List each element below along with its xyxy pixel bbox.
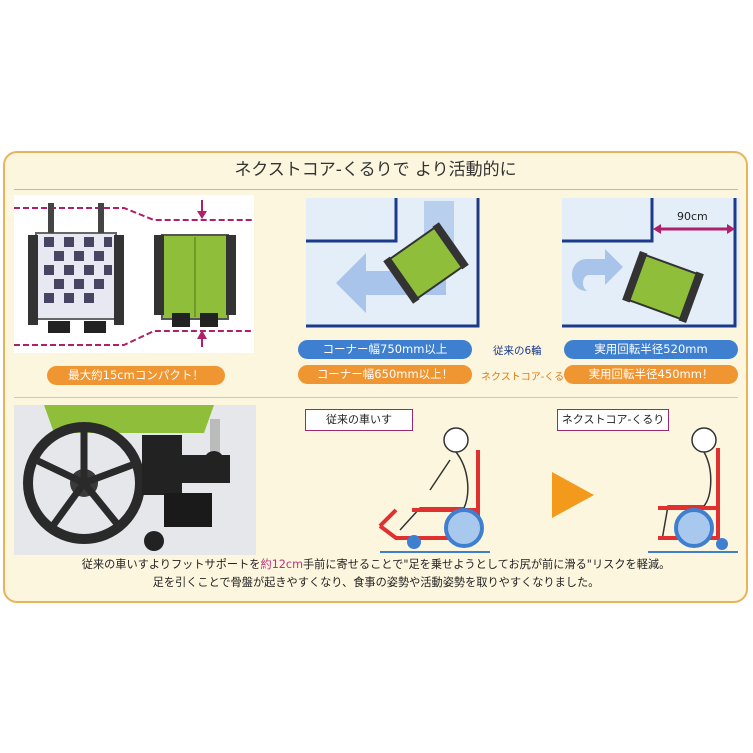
panel-title: ネクストコア-くるりで より活動的に <box>234 160 517 180</box>
title-divider <box>14 189 738 190</box>
corner-diagram <box>296 193 484 333</box>
caption-line-1-start: 従来の車いすよりフットサポートを <box>81 558 261 571</box>
next-chair-label: ネクストコア-くるり <box>557 409 669 431</box>
section-divider <box>14 397 738 398</box>
turning-diagram <box>557 193 745 333</box>
caption-line-1-end: 手前に寄せることで"足を乗せようとしてお尻が前に滑る"リスクを軽減。 <box>302 558 671 571</box>
corner-conventional-label: コーナー幅750mm以上 <box>298 340 472 359</box>
compact-label: 最大約15cmコンパクト！ <box>47 366 225 385</box>
conventional-posture-illustration <box>360 420 510 560</box>
corner-next-label: コーナー幅650mm以上！ <box>298 365 472 384</box>
legend-conventional: 従来の6輪 <box>493 345 542 357</box>
turning-next-label: 実用回転半径450mm！ <box>564 365 738 384</box>
footrest-photo <box>14 405 256 555</box>
caption-line-2: 足を引くことで骨盤が起きやすくなり、食事の姿勢や活動姿勢を取りやすくなりました。 <box>152 576 600 589</box>
turning-width-label: 90cm <box>677 210 708 223</box>
legend-next: ネクストコア-くるり <box>481 372 575 383</box>
arrow-icon <box>552 472 594 518</box>
turning-conventional-label: 実用回転半径520mm <box>564 340 738 359</box>
caption-highlight: 約12cm <box>260 558 303 571</box>
caption-line-1: 従来の車いすよりフットサポートを約12cm手前に寄せることで"足を乗せようとして… <box>14 557 738 573</box>
compact-comparison-image <box>14 195 254 353</box>
conventional-chair-label: 従来の車いす <box>305 409 413 431</box>
next-posture-illustration <box>638 420 748 560</box>
